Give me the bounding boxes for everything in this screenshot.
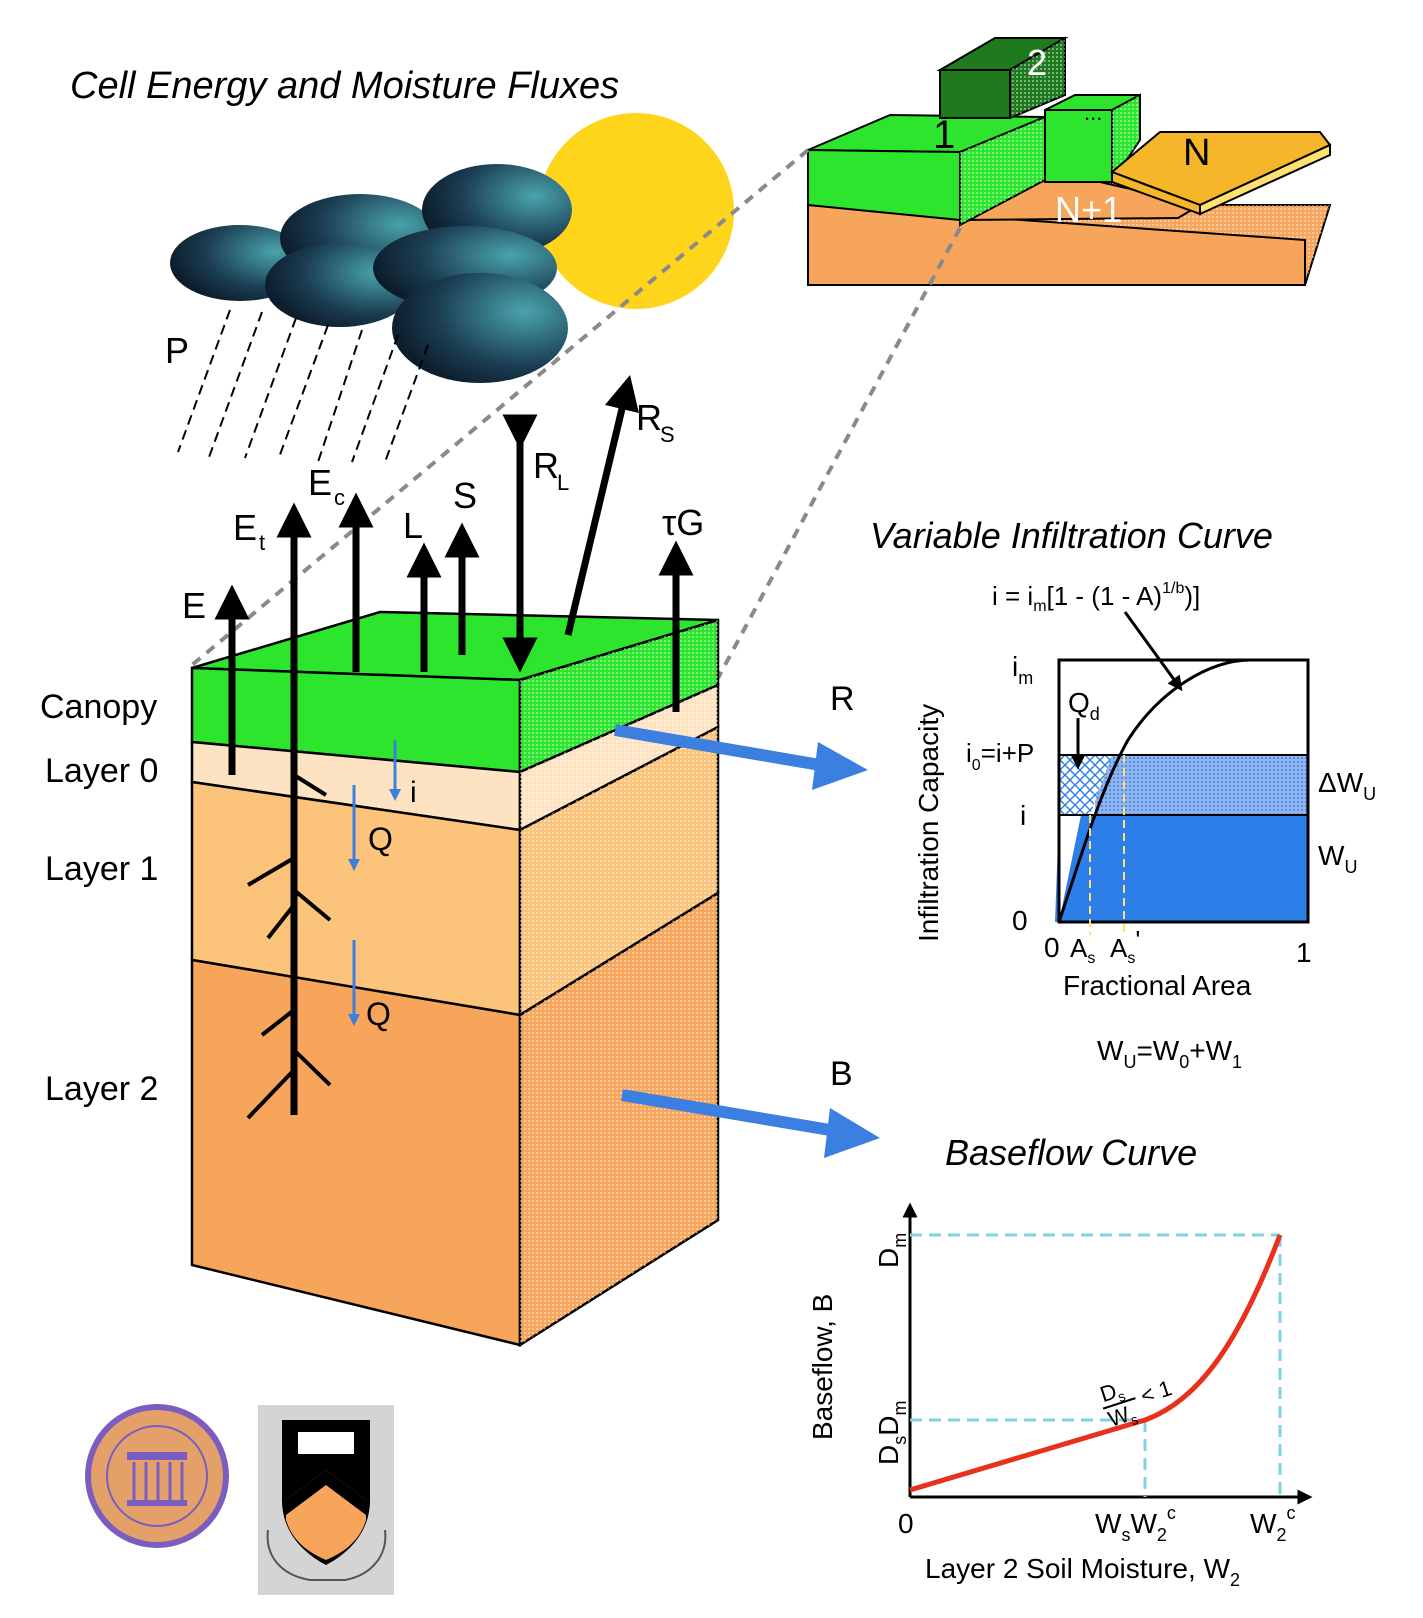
equation-pointer-arrow	[1123, 611, 1183, 692]
dwu-label: ΔWU	[1318, 767, 1376, 804]
infil-eq-part1: i = im[1 - (1 - A)1/b)]	[992, 580, 1200, 615]
infil-frame	[1057, 658, 1310, 924]
main-title: Cell Energy and Moisture Fluxes	[70, 65, 619, 107]
infil-tick-i0: i0=i+P	[966, 738, 1034, 774]
infiltration-title: Variable Infiltration Curve	[870, 515, 1273, 556]
baseflow-ylabel: Baseflow, B	[807, 1294, 838, 1440]
et-label: E	[233, 507, 257, 548]
cloud-icon	[170, 164, 572, 383]
qd-region	[1059, 755, 1112, 815]
runoff-arrow	[613, 724, 868, 790]
l-label: L	[403, 505, 423, 546]
infil-xtick-1: 1	[1296, 937, 1312, 968]
baseflow-xtick-w2c: W2c	[1250, 1503, 1295, 1545]
university-seal-icon	[85, 1404, 229, 1548]
sun-icon	[538, 113, 734, 309]
wu-region	[1055, 815, 1308, 922]
rl-label: R	[533, 445, 559, 486]
ec-label: E	[308, 462, 332, 503]
runoff-label: R	[830, 680, 855, 718]
svg-text:Ds: Ds	[1097, 1376, 1127, 1410]
moisture-flow-arrows	[348, 740, 401, 1026]
dwu-region	[1095, 755, 1308, 815]
princeton-shield-icon	[258, 1405, 394, 1595]
wu-sum-equation: WU=W0+W1	[1097, 1035, 1242, 1072]
rs-label: R	[636, 397, 662, 438]
baseflow-xlabel: Layer 2 Soil Moisture, W2	[925, 1553, 1240, 1590]
rain-streaks	[177, 309, 429, 463]
et-subscript: t	[259, 530, 265, 555]
rl-subscript: L	[557, 470, 569, 495]
q1-label: Q	[368, 821, 393, 857]
layer2-front	[190, 958, 522, 1347]
svg-text:< 1: < 1	[1137, 1375, 1174, 1408]
infil-xlabel: Fractional Area	[1063, 970, 1252, 1001]
ds-ws-ratio: Ds Ws < 1	[1097, 1375, 1175, 1432]
tg-label: τG	[662, 502, 704, 543]
infil-curve	[1057, 658, 1308, 923]
layer0-label: Layer 0	[45, 752, 158, 790]
baseflow-chart	[902, 1202, 1313, 1505]
grid-cell-tiles	[807, 36, 1332, 286]
layer1-label: Layer 1	[45, 850, 158, 888]
infil-xtick-0: 0	[1044, 932, 1060, 963]
infil-label: i	[410, 776, 417, 809]
infil-ylabel: Infiltration Capacity	[913, 704, 944, 942]
energy-flux-arrows	[214, 374, 694, 1115]
tile-1-label: 1	[933, 113, 955, 157]
baseflow-title: Baseflow Curve	[945, 1132, 1197, 1173]
root-system	[246, 773, 332, 1120]
baseflow-guides	[910, 1233, 1282, 1497]
baseflow-ytick-dm: Dm	[873, 1233, 910, 1268]
q2-label: Q	[366, 996, 391, 1032]
tile-dots-label: ...	[1084, 100, 1102, 125]
tile-n1-label: N+1	[1055, 189, 1122, 230]
tile-n-label: N	[1183, 132, 1210, 174]
infil-tick-im: im	[1012, 651, 1033, 688]
infil-xtick-as-prime: As'	[1110, 925, 1140, 967]
infil-xtick-as: As	[1070, 933, 1095, 967]
baseflow-label: B	[830, 1055, 853, 1093]
infil-tick-0: 0	[1012, 905, 1028, 936]
baseflow-xtick-wsw2c: WsW2c	[1095, 1503, 1176, 1545]
baseflow-ytick-dsdm: DsDm	[873, 1401, 910, 1465]
precip-label: P	[165, 330, 189, 371]
baseflow-xtick-0: 0	[898, 1508, 914, 1539]
canopy-label: Canopy	[40, 688, 157, 726]
wu-label: WU	[1318, 840, 1357, 877]
ec-subscript: c	[334, 485, 345, 510]
baseflow-curve	[909, 1234, 1283, 1493]
rs-subscript: S	[660, 422, 675, 447]
layer2-label: Layer 2	[45, 1070, 158, 1108]
e-label: E	[182, 585, 206, 626]
soil-column	[190, 610, 720, 1348]
tile-2-label: 2	[1027, 42, 1047, 83]
infil-tick-i: i	[1020, 800, 1026, 831]
rs-arrow	[564, 374, 639, 636]
qd-label: Qd	[1068, 687, 1100, 724]
baseflow-arrow	[621, 1089, 880, 1158]
s-label: S	[453, 475, 477, 516]
infiltration-chart	[1055, 658, 1310, 935]
